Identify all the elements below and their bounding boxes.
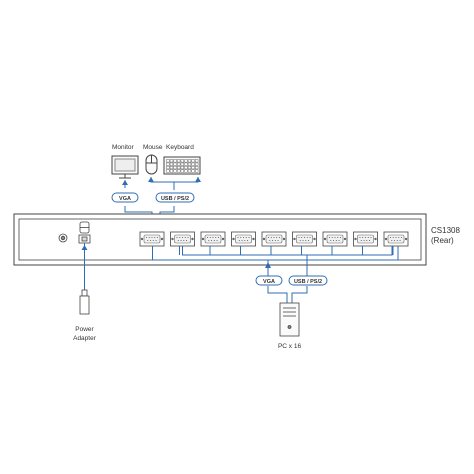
model-label: CS1308 [431,226,460,235]
mouse-label: Mouse [143,144,163,151]
vga-tag-top-label: VGA [119,196,131,202]
usb-tag-bottom [288,275,328,286]
monitor-label: Monitor [112,144,135,151]
pc-count-label: PC x 16 [278,343,302,350]
power-socket [78,234,91,244]
usb-tag-bottom-label: USB / PS/2 [294,279,322,285]
console-port [139,231,165,247]
power-cable-arrow [81,245,88,250]
port-row [139,231,409,247]
pc-port-2 [200,231,226,247]
ground-screw [58,233,68,243]
vga-tag-bottom [255,275,283,286]
power-label-1: Power [75,326,94,333]
power-label-2: Adapter [73,335,97,342]
keyboard-label: Keyboard [166,144,194,151]
pc-port-7 [353,231,378,247]
pc-port-8 [383,231,409,247]
power-switch [79,221,90,234]
console-cable-arrows [122,177,201,185]
pc-port-6 [322,231,348,247]
pc-tower-icon [279,302,300,337]
mouse-icon [145,154,158,175]
pc-port-5 [292,231,317,247]
pc-port-1 [170,231,195,247]
pc-port-3 [231,231,256,247]
pc-cable-bus [152,246,399,261]
monitor-icon [111,155,139,179]
pc-port-4 [261,231,287,247]
pc-usb-bus [182,246,393,256]
usb-tag-top [155,192,195,203]
power-adapter-icon [79,289,90,315]
vga-tag-bottom-label: VGA [263,279,275,285]
pc-vga-arrow [265,262,271,268]
usb-tag-top-label: USB / PS/2 [161,196,189,202]
keyboard-icon [163,156,201,175]
pc-vga-bus [152,246,399,261]
vga-tag-top [111,192,139,203]
rear-label: (Rear) [431,236,454,245]
